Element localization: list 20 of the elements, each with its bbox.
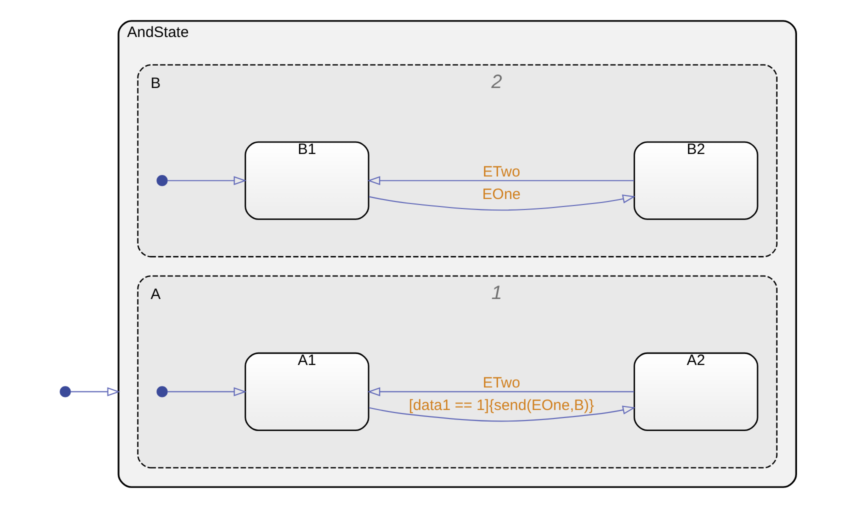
arrow [70,387,120,396]
node-label: 1 [490,282,502,304]
node-box: A1 [244,352,369,431]
arrow [366,176,634,186]
edge-label: EOne [482,186,520,204]
arrow [166,176,246,186]
arrow [366,387,634,396]
node-circle [156,175,168,186]
edge-label: [data1 == 1]{send(EOne,B)} [408,397,594,414]
arrow [166,387,246,396]
node-label: 2 [490,72,502,93]
arrow [368,194,635,211]
node-circle [59,386,70,398]
arrow [368,406,635,422]
node-circle [156,386,168,398]
edge-label: ETwo [482,374,520,392]
node-box: B2 [633,141,758,220]
edge-label: ETwo [482,164,520,181]
node-box: B1 [244,141,369,220]
node-box: A2 [633,352,758,431]
